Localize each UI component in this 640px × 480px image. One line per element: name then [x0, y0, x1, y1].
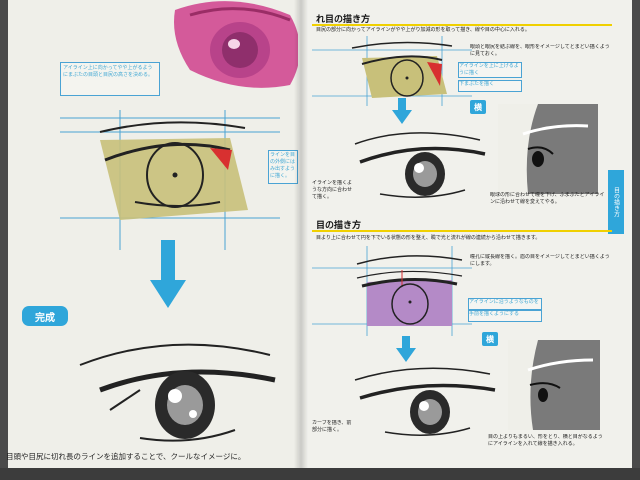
section2-bottom-text: 目の上よりもまるい、形をとり、横と目がなるようにアイラインを入れて線を描き入れる… [488, 434, 603, 447]
left-caption: 目頭や目尻に切れ長のラインを追加することで、クールなイメージに。 [6, 452, 246, 461]
complete-badge: 完成 [22, 306, 68, 326]
section2-heading: 目の描き方 [316, 221, 362, 231]
section2-left-text: カーブを描き、前部分に描く。 [312, 420, 352, 433]
left-side-note: ラインを目の外側にはみ出すように描く。 [268, 150, 298, 184]
section2-finished-eye [354, 367, 496, 436]
section1-body: 眼頭と眼尻を結ぶ線を、眼形をイメージしてとまどい描くように見ておく。 [470, 44, 610, 57]
section2-note-b: 手前を描くようにする [468, 310, 542, 322]
section2-profile-view [508, 340, 600, 430]
large-eye-diagram [60, 110, 280, 250]
section1-intro: 目尻の部分に向かってアイラインがやや上がり加減の形を取って描き、線や目の中心に入… [316, 27, 530, 33]
pink-eye-illustration [174, 1, 300, 88]
book-gutter [294, 0, 308, 480]
section1-note-b: 下まぶたを描く [458, 80, 522, 92]
section1-rule [312, 24, 612, 26]
section2-intro: 目より上に合わせて円を下でいる状態の形を整え、瞼で光と流れが線の連続から沿わせて… [316, 235, 541, 241]
section1-eye-diagram [312, 36, 472, 106]
section2-eye-diagram [312, 246, 472, 336]
section2-body: 瞳孔に縦長線を描く。眉の目をイメージしてとまどい描くようにします。 [470, 254, 610, 267]
arrow-down-icon [150, 240, 186, 308]
section1-profile-view [498, 104, 598, 194]
chapter-side-tab: 目の描き方 [608, 170, 624, 234]
section1-heading: れ目の描き方 [316, 15, 371, 25]
section1-bottom-text: 眼球の形に合わせて瞳を下げ、ふまぶたとアイラインに沿わせて線を変えてやる。 [490, 192, 605, 205]
section1-finished-eye [354, 132, 486, 198]
section1-note-a: アイラインを上に上げるように描く [458, 62, 522, 78]
section2-rule [312, 230, 612, 232]
arrow-down-icon-small-2 [396, 336, 416, 362]
section2-note-a: アイラインに沿うようなものを [468, 298, 542, 310]
completed-eye-illustration [79, 343, 276, 442]
table-surface [0, 468, 640, 480]
section1-side-badge: 横 [470, 100, 486, 114]
left-callout-note: アイライン上に向かってやや上がるようにまぶたの目頭と目尻の高さを決める。 [60, 62, 160, 96]
section2-side-badge: 横 [482, 332, 498, 346]
section1-left-text: イラインを描くような方向に合わせて描く。 [312, 180, 352, 200]
arrow-down-icon-small-1 [392, 98, 412, 124]
